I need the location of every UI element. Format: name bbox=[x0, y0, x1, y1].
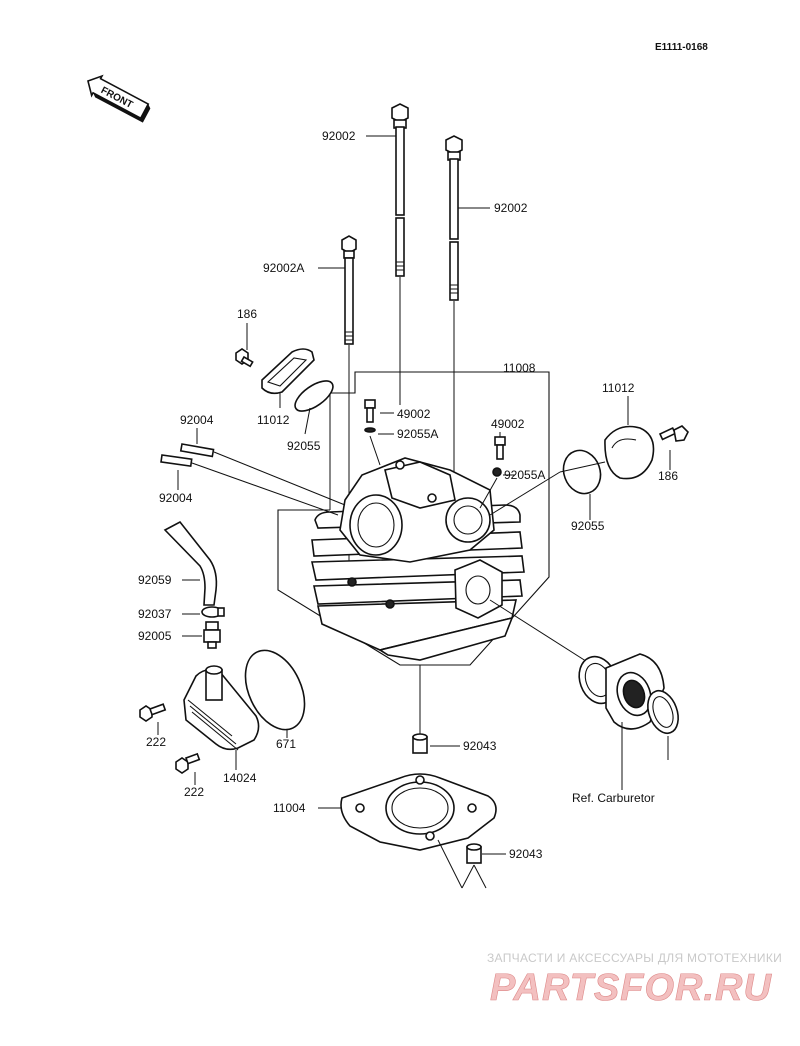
label-11008: 11008 bbox=[503, 361, 536, 375]
bolt-92002-right bbox=[445, 135, 463, 480]
label-92055-left: 92055 bbox=[287, 439, 321, 453]
label-92004-top: 92004 bbox=[180, 413, 214, 427]
bolt-222-a bbox=[139, 703, 167, 722]
fitting-92005 bbox=[203, 621, 221, 649]
label-11012-left: 11012 bbox=[257, 413, 290, 427]
label-92002-right: 92002 bbox=[494, 201, 528, 215]
label-14024: 14024 bbox=[223, 771, 257, 785]
label-ref-carburetor: Ref. Carburetor bbox=[572, 791, 655, 805]
cover-14024 bbox=[183, 665, 260, 751]
clamp-92037 bbox=[201, 606, 225, 618]
label-222-a: 222 bbox=[146, 735, 166, 749]
cover-11012-left bbox=[261, 348, 315, 395]
label-92043-a: 92043 bbox=[463, 739, 497, 753]
label-186-left: 186 bbox=[237, 307, 257, 321]
o-ring-92055-left bbox=[294, 380, 334, 412]
carburetor-insulator bbox=[578, 653, 679, 735]
bolt-92002A bbox=[341, 235, 357, 590]
watermark-tagline: ЗАПЧАСТИ И АКСЕССУАРЫ ДЛЯ МОТОТЕХНИКИ bbox=[487, 951, 782, 965]
label-11004: 11004 bbox=[273, 801, 306, 815]
label-92004-bottom: 92004 bbox=[159, 491, 193, 505]
stud-92004-bottom bbox=[160, 454, 193, 468]
o-ring-671 bbox=[244, 649, 306, 731]
dowel-92043-a bbox=[412, 733, 428, 754]
watermark-brand-logo: PARTSFOR.RU bbox=[490, 967, 772, 1009]
o-ring-92055-right bbox=[562, 449, 602, 495]
bolt-186-right bbox=[658, 425, 689, 442]
label-11012-right: 11012 bbox=[602, 381, 635, 395]
cylinder-head-11008 bbox=[311, 457, 525, 661]
label-92059: 92059 bbox=[138, 573, 172, 587]
label-222-b: 222 bbox=[184, 785, 204, 799]
cover-11012-right bbox=[604, 425, 655, 480]
label-92043-b: 92043 bbox=[509, 847, 543, 861]
hose-92059 bbox=[163, 520, 218, 606]
front-arrow-icon: FRONT bbox=[87, 74, 151, 123]
gasket-11004 bbox=[340, 773, 497, 851]
label-92037: 92037 bbox=[138, 607, 172, 621]
label-671: 671 bbox=[276, 737, 296, 751]
label-92055-right: 92055 bbox=[571, 519, 605, 533]
label-92055A-center: 92055A bbox=[397, 427, 438, 441]
label-49002-right: 49002 bbox=[491, 417, 525, 431]
stud-92004-top bbox=[179, 443, 215, 458]
label-92005: 92005 bbox=[138, 629, 172, 643]
label-186-right: 186 bbox=[658, 469, 678, 483]
label-92002-top: 92002 bbox=[322, 129, 356, 143]
label-92002A: 92002A bbox=[263, 261, 304, 275]
bolt-186-left bbox=[235, 348, 254, 368]
bolt-222-b bbox=[175, 752, 201, 774]
plug-49002-center bbox=[364, 399, 376, 433]
label-49002-center: 49002 bbox=[397, 407, 431, 421]
drawing-code: E1111-0168 bbox=[655, 42, 708, 53]
bolt-92002-center bbox=[391, 103, 409, 405]
label-92055A-right: 92055A bbox=[504, 468, 545, 482]
dowel-92043-b bbox=[466, 843, 482, 864]
